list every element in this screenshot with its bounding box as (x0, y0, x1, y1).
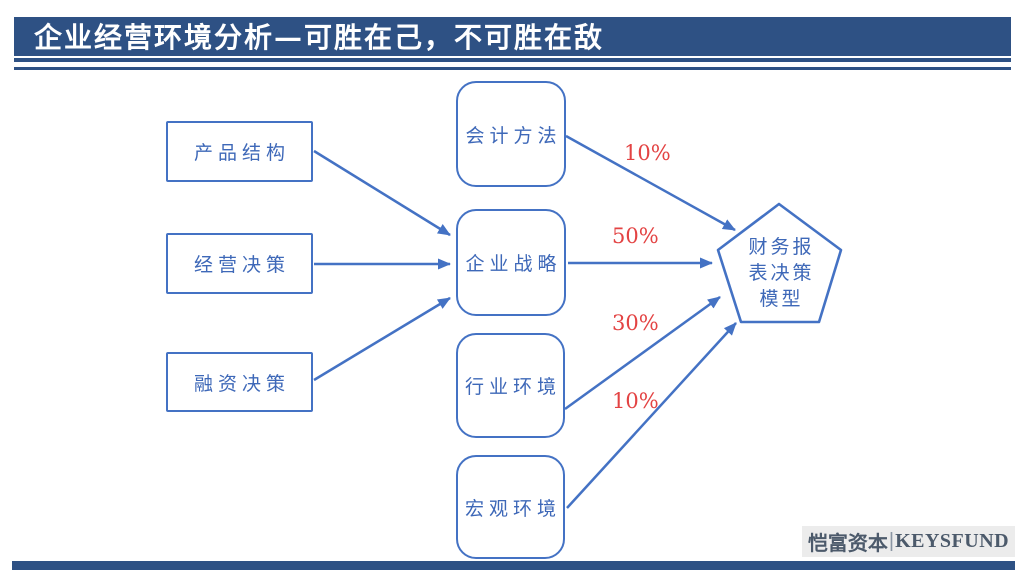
bottom-bar (12, 561, 1015, 570)
node-financing-decision: 融资决策 (166, 352, 313, 412)
result-label-line: 财务报 (748, 236, 815, 258)
node-label: 行业环境 (464, 376, 561, 398)
node-product-structure: 产品结构 (166, 121, 313, 182)
logo-chinese-text: 恺富资本 (807, 533, 888, 555)
result-pentagon-label: 财务报 表决策 模型 (720, 234, 840, 312)
company-logo: 恺富资本|KEYSFUND (802, 526, 1015, 557)
weight-label-accounting: 10% (624, 141, 671, 165)
result-label-line: 模型 (759, 288, 804, 310)
node-label: 经营决策 (193, 254, 290, 276)
node-macro-environment: 宏观环境 (456, 455, 565, 559)
node-accounting-method: 会计方法 (456, 81, 566, 187)
arrow-product-to-strategy (313, 149, 451, 237)
page-title: 企业经营环境分析—可胜在己，不可胜在敌 (34, 21, 605, 54)
weight-label-industry: 30% (612, 311, 659, 335)
weight-label-macro: 10% (612, 389, 659, 413)
weight-label-strategy: 50% (612, 224, 659, 248)
node-label: 会计方法 (465, 124, 562, 147)
node-corporate-strategy: 企业战略 (456, 209, 566, 316)
logo-divider: | (888, 530, 895, 552)
node-label: 产品结构 (193, 142, 290, 164)
node-industry-environment: 行业环境 (456, 333, 565, 438)
title-bar: 企业经营环境分析—可胜在己，不可胜在敌 (14, 17, 1011, 62)
node-label: 宏观环境 (464, 497, 561, 520)
node-label: 融资决策 (193, 372, 290, 395)
node-operating-decision: 经营决策 (166, 233, 313, 294)
title-underline (14, 67, 1011, 70)
arrow-macro-to-model (566, 322, 737, 509)
arrow-financing-to-strategy (313, 296, 451, 382)
logo-english-text: KEYSFUND (895, 530, 1010, 552)
node-label: 企业战略 (465, 253, 562, 275)
result-label-line: 表决策 (748, 262, 815, 284)
